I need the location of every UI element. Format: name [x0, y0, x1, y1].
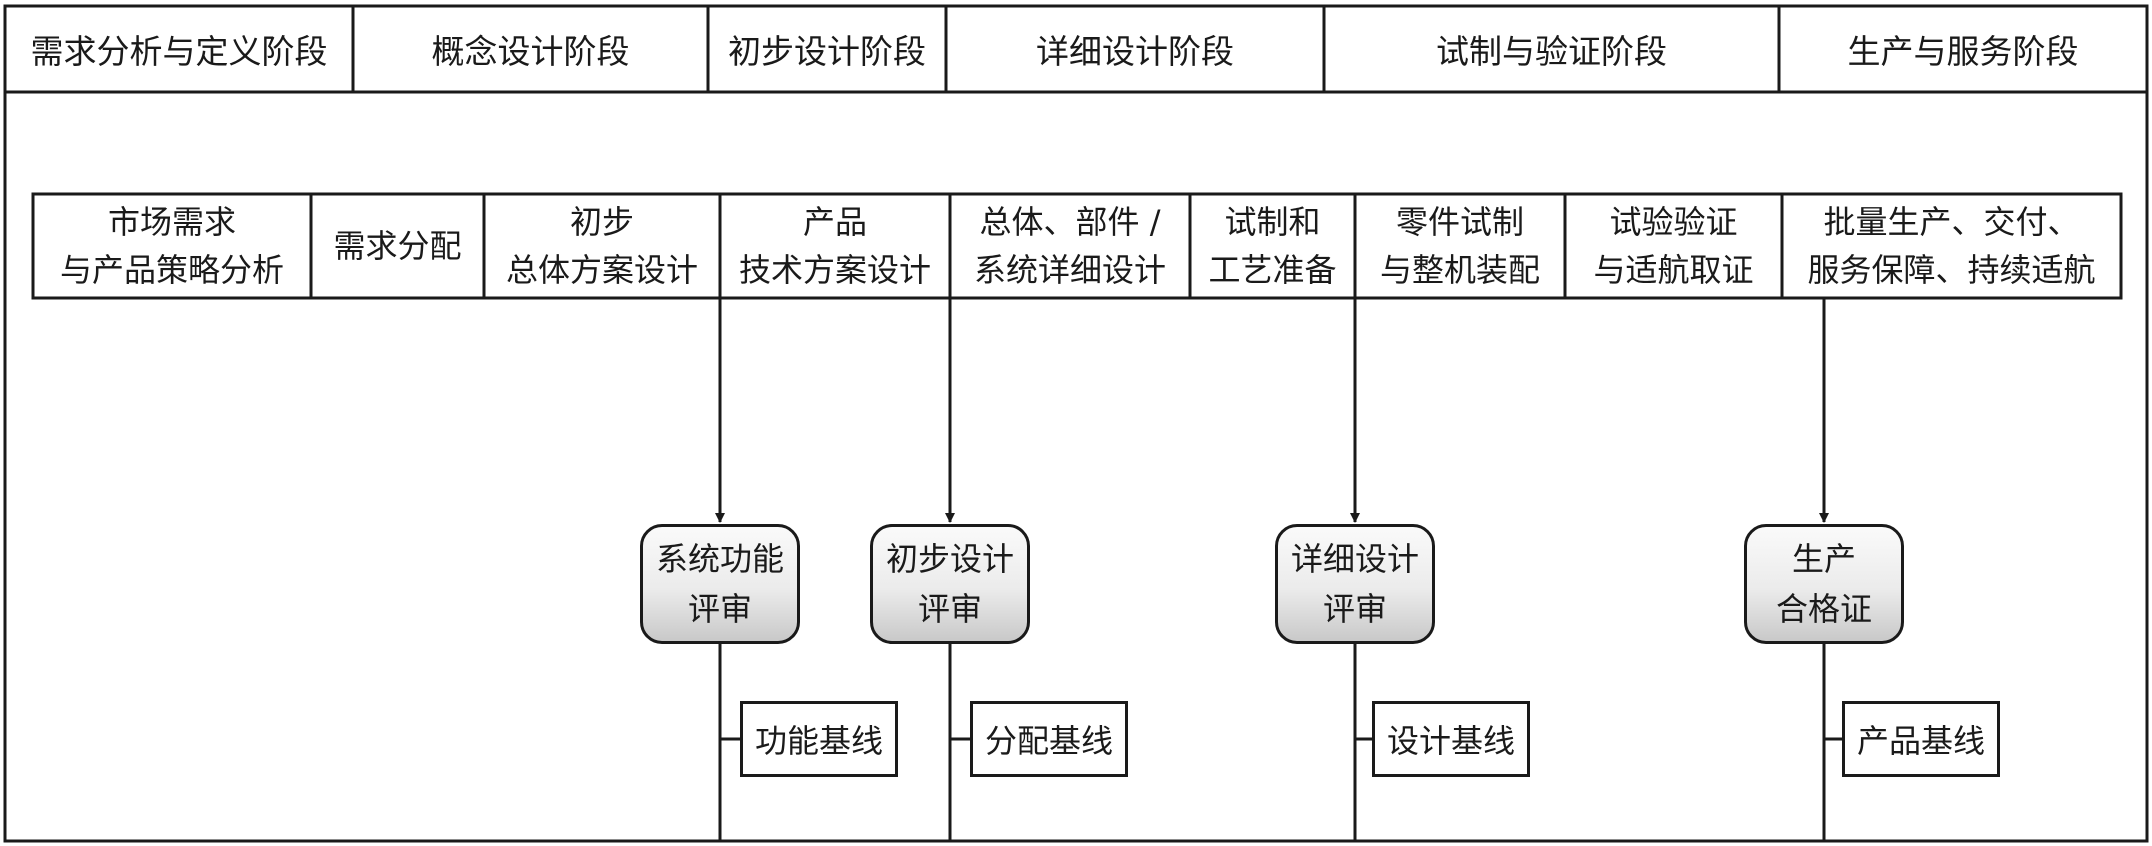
phase-header-2: 概念设计阶段: [431, 32, 630, 71]
review-production-certificate: 生产 合格证: [1744, 524, 1904, 644]
review-preliminary-design: 初步设计 评审: [870, 524, 1030, 644]
activity-preliminary-overall-design: 初步 总体方案设计: [484, 194, 720, 298]
activity-production-service: 批量生产、交付、 服务保障、持续适航: [1782, 194, 2121, 298]
baseline-allocated: 分配基线: [970, 701, 1128, 777]
activity-line: 零件试制: [1395, 203, 1524, 241]
activity-line: 总体方案设计: [505, 251, 698, 289]
activity-line: 试验验证: [1609, 203, 1738, 241]
review-line: 评审: [687, 590, 752, 628]
activity-line: 服务保障、持续适航: [1807, 251, 2096, 289]
review-line: 系统功能: [655, 540, 784, 578]
activity-line: 总体、部件 /: [979, 203, 1161, 241]
phase-header-6: 生产与服务阶段: [1847, 32, 2079, 71]
review-line: 初步设计: [885, 540, 1014, 578]
activity-line: 与适航取证: [1593, 251, 1754, 289]
activity-line: 初步: [569, 203, 634, 241]
phase-header-3: 初步设计阶段: [728, 32, 926, 71]
activity-test-certification: 试验验证 与适航取证: [1565, 194, 1782, 298]
review-line: 详细设计: [1290, 540, 1419, 578]
phase-header-4: 详细设计阶段: [1036, 32, 1234, 71]
baseline-product: 产品基线: [1842, 701, 2000, 777]
activity-line: 系统详细设计: [973, 251, 1166, 289]
activity-line: 工艺准备: [1208, 251, 1337, 289]
review-line: 评审: [1322, 590, 1387, 628]
review-system-function: 系统功能 评审: [640, 524, 800, 644]
activity-parts-assembly: 零件试制 与整机装配: [1355, 194, 1565, 298]
review-detailed-design: 详细设计 评审: [1275, 524, 1435, 644]
activity-line: 市场需求: [107, 203, 236, 241]
activity-line: 与整机装配: [1379, 251, 1540, 289]
activity-trial-process-prep: 试制和 工艺准备: [1190, 194, 1355, 298]
phase-header-1: 需求分析与定义阶段: [30, 32, 328, 71]
activity-product-technical-design: 产品 技术方案设计: [720, 194, 950, 298]
baseline-design: 设计基线: [1372, 701, 1530, 777]
activity-detailed-design: 总体、部件 / 系统详细设计: [950, 194, 1190, 298]
review-line: 生产: [1791, 540, 1856, 578]
activity-line: 与产品策略分析: [59, 251, 284, 289]
outer-frame: [3, 4, 2149, 843]
activity-row-frame: [31, 192, 2123, 300]
activity-line: 需求分配: [333, 227, 462, 265]
baseline-functional: 功能基线: [740, 701, 898, 777]
activity-line: 批量生产、交付、: [1823, 203, 2080, 241]
review-line: 评审: [917, 590, 982, 628]
activity-market-analysis: 市场需求 与产品策略分析: [33, 194, 311, 298]
review-line: 合格证: [1775, 590, 1872, 628]
activity-line: 技术方案设计: [738, 251, 931, 289]
phase-header-5: 试制与验证阶段: [1436, 32, 1667, 71]
activity-line: 试制和: [1224, 203, 1321, 241]
activity-requirement-allocation: 需求分配: [311, 194, 484, 298]
activity-line: 产品: [802, 203, 867, 241]
